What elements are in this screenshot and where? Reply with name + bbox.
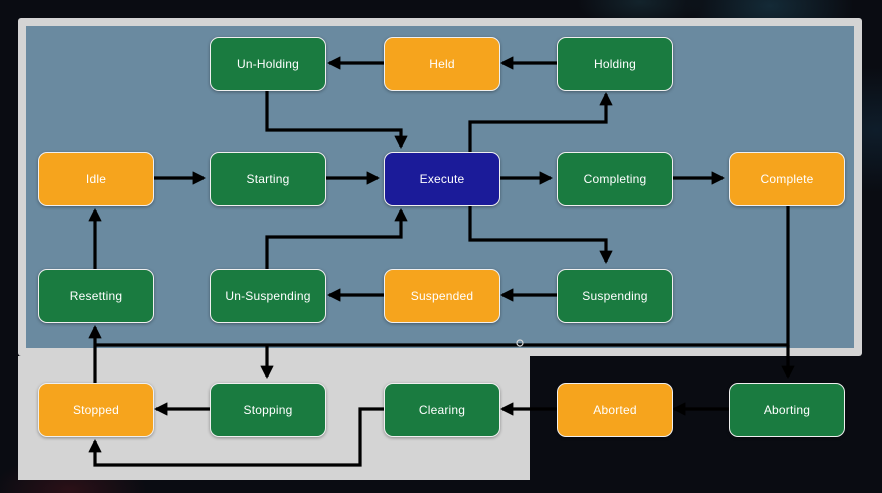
state-completing: Completing xyxy=(557,152,673,206)
arrow-execute-to-holding xyxy=(468,91,613,152)
arrow-clearing-to-stopped xyxy=(88,407,384,467)
state-unholding: Un-Holding xyxy=(210,37,326,91)
state-execute: Execute xyxy=(384,152,500,206)
state-suspending: Suspending xyxy=(557,269,673,323)
state-aborting: Aborting xyxy=(729,383,845,437)
state-clearing: Clearing xyxy=(384,383,500,437)
cursor-circle xyxy=(516,339,524,347)
arrow-unholding-to-execute xyxy=(265,89,408,150)
arrow-execute-to-suspending xyxy=(468,204,613,265)
state-stopped: Stopped xyxy=(38,383,154,437)
state-resetting: Resetting xyxy=(38,269,154,323)
state-unsuspending: Un-Suspending xyxy=(210,269,326,323)
state-idle: Idle xyxy=(38,152,154,206)
state-suspended: Suspended xyxy=(384,269,500,323)
state-complete: Complete xyxy=(729,152,845,206)
arrow-unsuspending-to-execute xyxy=(265,207,408,269)
state-stopping: Stopping xyxy=(210,383,326,437)
state-starting: Starting xyxy=(210,152,326,206)
state-aborted: Aborted xyxy=(557,383,673,437)
state-holding: Holding xyxy=(557,37,673,91)
state-held: Held xyxy=(384,37,500,91)
